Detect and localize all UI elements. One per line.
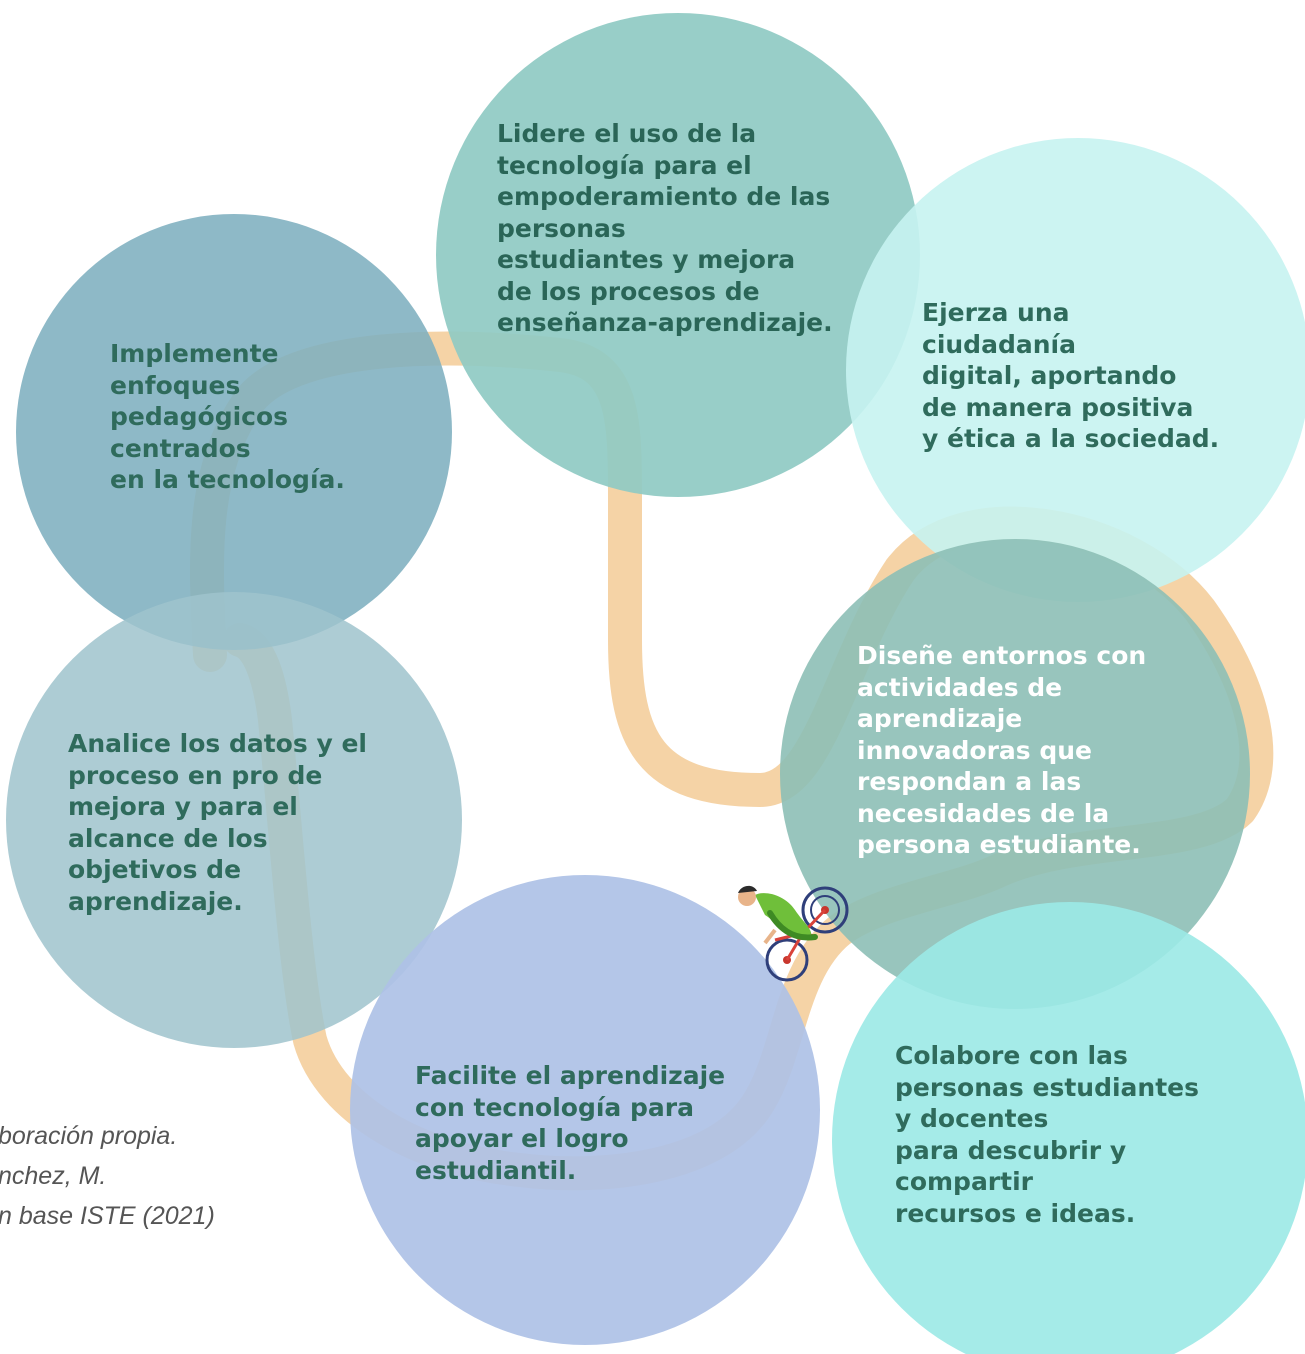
credit-line-1: boración propia.: [0, 1122, 178, 1150]
circle-mid-left: [6, 592, 462, 1048]
circle-bottom: [350, 875, 820, 1345]
circle-top-text: Lidere el uso de la tecnología para el e…: [497, 119, 833, 337]
circle-top-left-text: Implemente enfoques pedagógicos centrado…: [110, 339, 345, 494]
credit-line-3: n base ISTE (2021): [0, 1202, 215, 1230]
circle-right: [780, 539, 1250, 1009]
circle-bottom-right: [832, 902, 1305, 1354]
circle-top-right-text: Ejerza una ciudadanía digital, aportando…: [922, 298, 1220, 453]
circle-right-text: Diseñe entornos con actividades de apren…: [857, 641, 1147, 859]
circle-top-right: [846, 138, 1305, 602]
credit-line-2: nchez, M.: [0, 1162, 107, 1190]
circle-bottom-right-text: Colabore con las personas estudiantes y …: [895, 1041, 1199, 1228]
circle-bottom-text: Facilite el aprendizaje con tecnología p…: [415, 1061, 726, 1185]
cyclist-icon: [738, 885, 849, 982]
circle-top: [436, 13, 920, 497]
circle-mid-left-text: Analice los datos y el proceso en pro de…: [68, 729, 367, 916]
circle-top-left: [16, 214, 452, 650]
